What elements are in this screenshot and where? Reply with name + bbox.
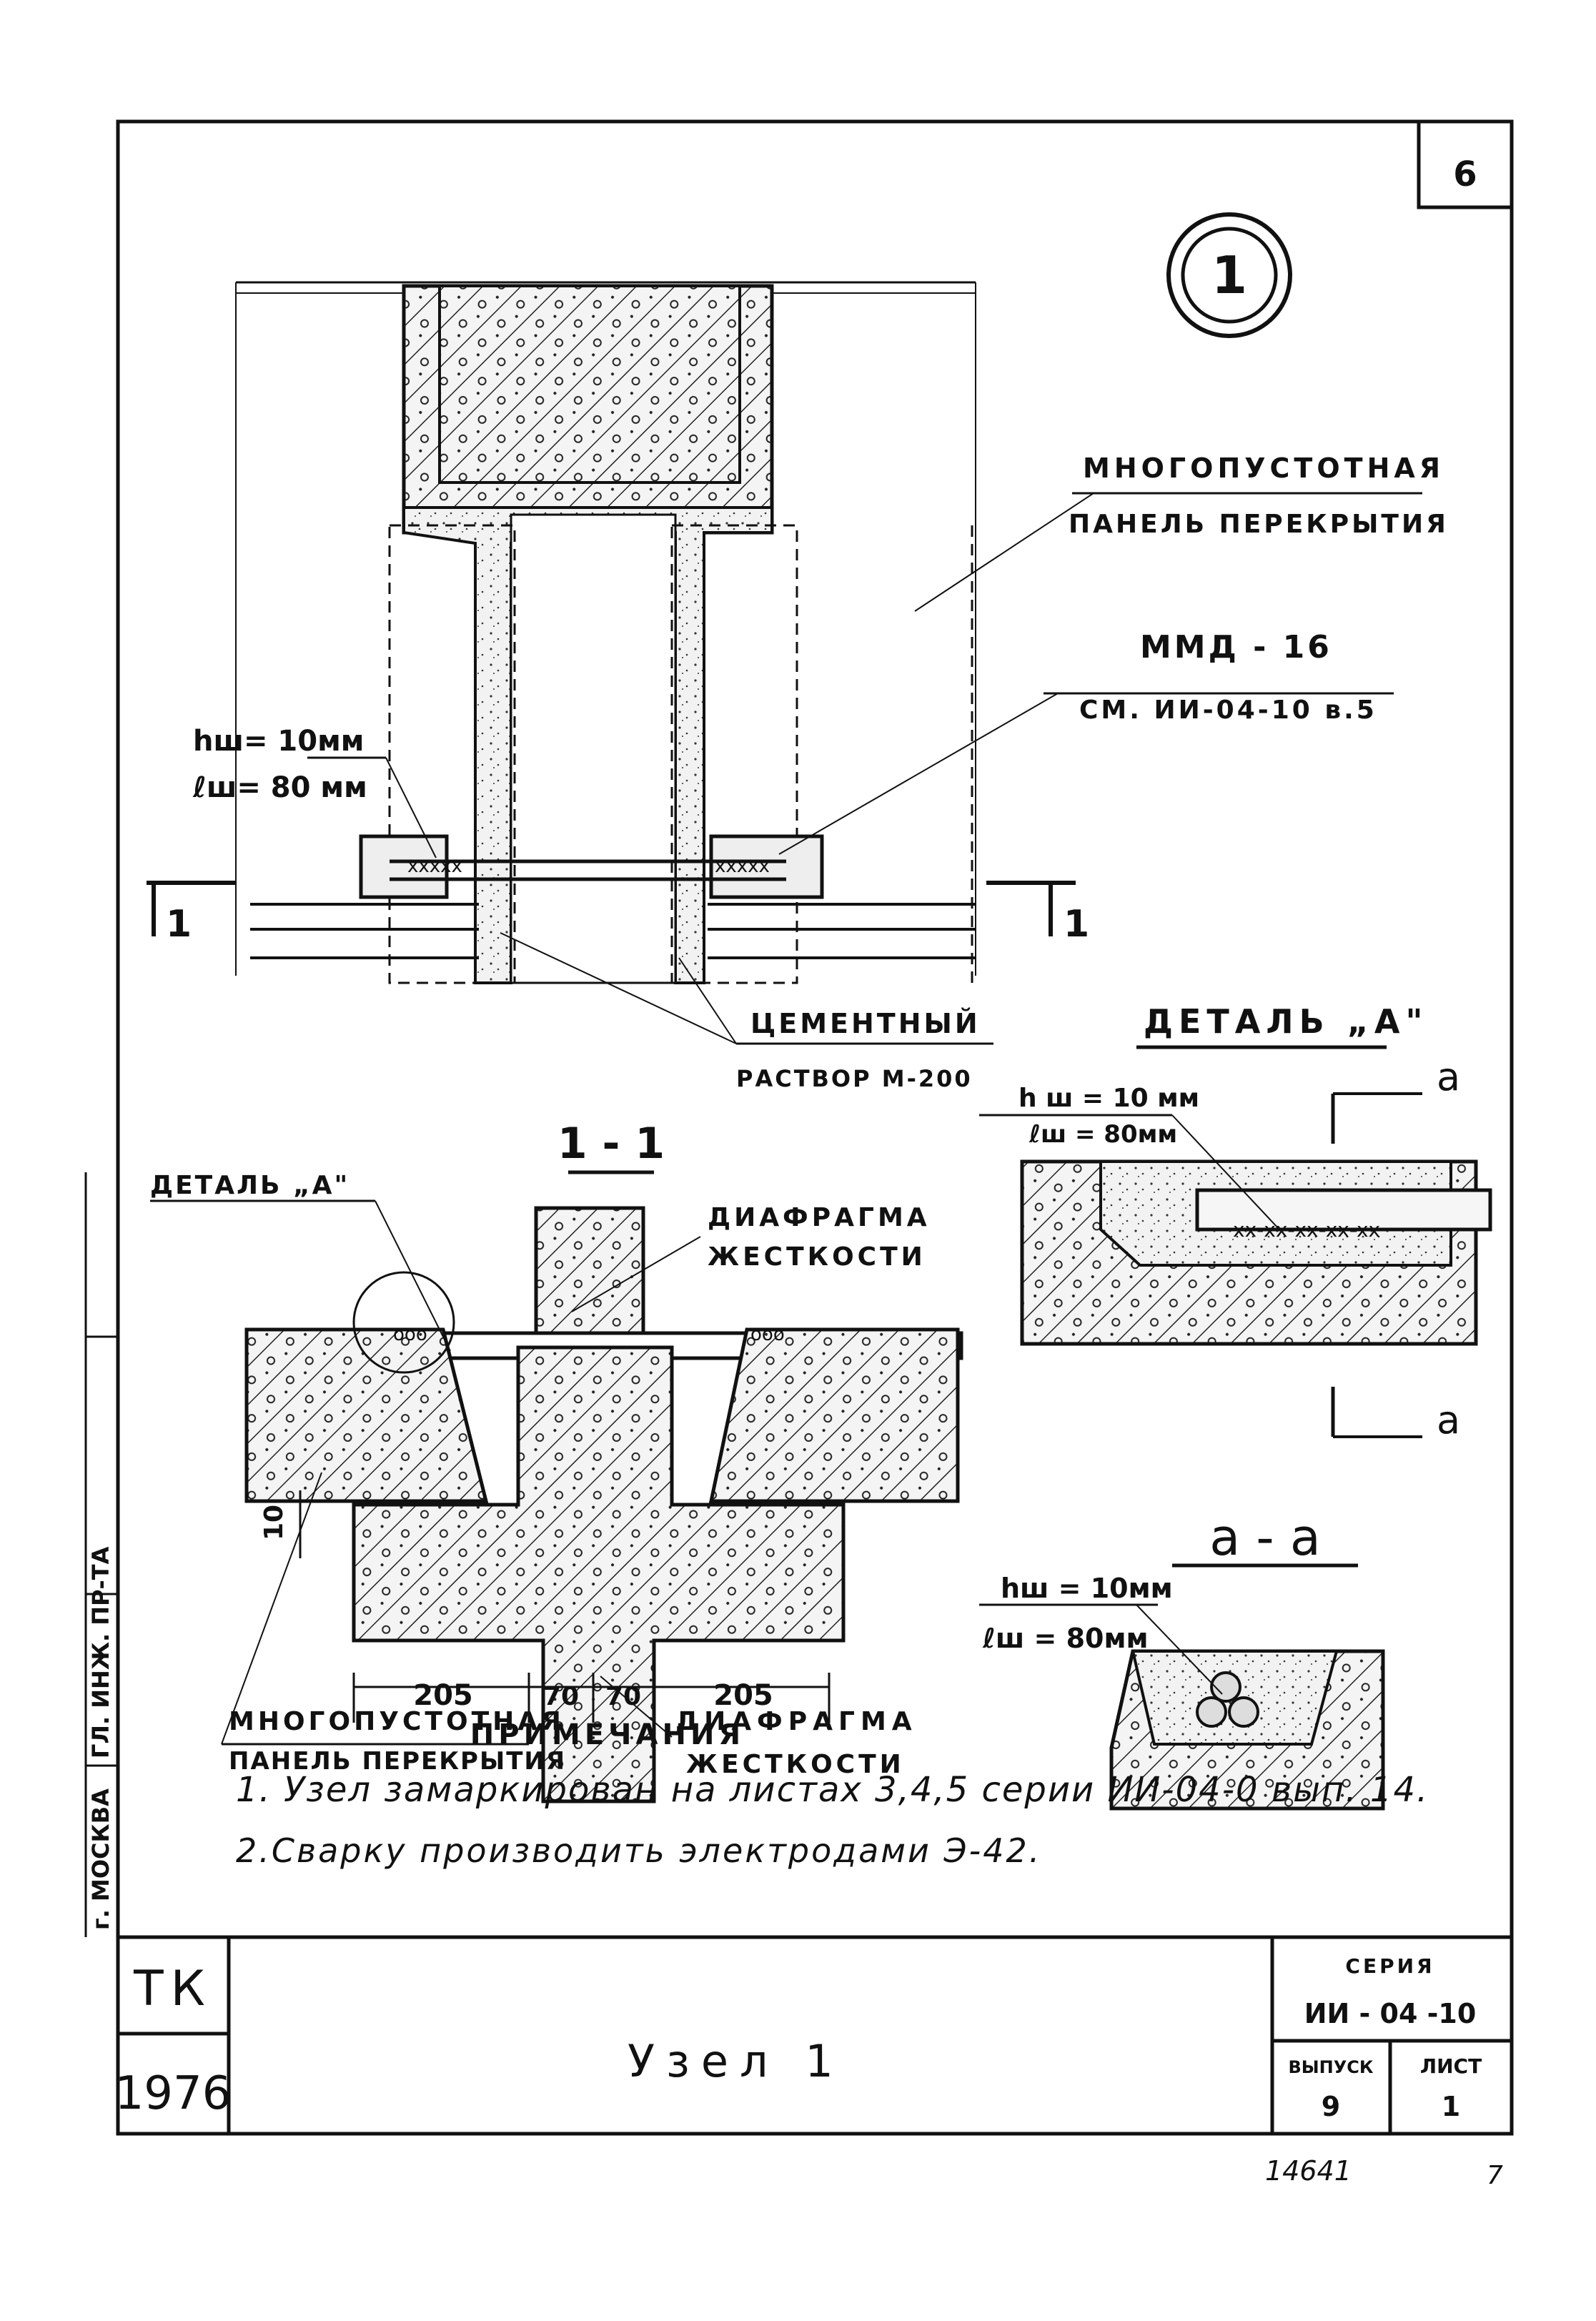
detail-a: xx-xx-xx-xx-xx bbox=[979, 1045, 1492, 1438]
note-1: 1. Узел замаркирован на листах 3,4,5 сер… bbox=[236, 1770, 1429, 1810]
label-cement-2: РАСТВОР М-200 bbox=[736, 1065, 973, 1092]
series-label: СЕРИЯ bbox=[1345, 1954, 1434, 1978]
sheet-number-box bbox=[1417, 119, 1514, 209]
note-2: 2.Сварку производить электродами Э-42. bbox=[236, 1831, 1041, 1870]
plan-view: xxxxx xxxxx bbox=[147, 281, 1422, 1045]
svg-text:xxxxx: xxxxx bbox=[407, 856, 462, 877]
label-hollow-panel: МНОГОПУСТОТНАЯ bbox=[1083, 452, 1444, 484]
label-hollow-panel-2: ПАНЕЛЬ ПЕРЕКРЫТИЯ bbox=[1069, 510, 1449, 539]
stamp-city: г. МОСКВА bbox=[87, 1788, 114, 1930]
title-block bbox=[118, 1935, 1512, 2134]
dim-10: 10 bbox=[259, 1505, 289, 1540]
label-hollow-panel-section-2: ПАНЕЛЬ ПЕРЕКРЫТИЯ bbox=[229, 1747, 566, 1776]
dim-70-right: 70 bbox=[605, 1682, 641, 1711]
svg-text:xx-xx-xx-xx-xx: xx-xx-xx-xx-xx bbox=[1233, 1218, 1380, 1242]
label-hollow-panel-section: МНОГОПУСТОТНАЯ bbox=[229, 1707, 565, 1736]
doc-number: 14641 bbox=[1265, 2155, 1352, 2187]
node-marker-inner bbox=[1181, 227, 1278, 324]
aa-mark-top: а bbox=[1437, 1054, 1460, 1099]
svg-text:ooo: ooo bbox=[393, 1324, 427, 1345]
label-diaphragm-top-2: ЖЕСТКОСТИ bbox=[708, 1242, 926, 1272]
label-diaphragm-top: ДИАФРАГМА bbox=[708, 1203, 931, 1232]
side-stamp bbox=[84, 1172, 119, 1937]
title-year: 1976 bbox=[115, 2067, 232, 2120]
label-mmd-ref: СМ. ИИ-04-10 в.5 bbox=[1079, 696, 1377, 725]
svg-text:xxxxx: xxxxx bbox=[715, 856, 770, 877]
label-hw-top: hш= 10мм bbox=[193, 725, 364, 758]
label-mmd: ММД - 16 bbox=[1140, 629, 1332, 665]
cut-mark-right: 1 bbox=[1064, 903, 1089, 946]
sheet-frame bbox=[116, 119, 1514, 2136]
issue-value: 9 bbox=[1322, 2091, 1340, 2122]
dim-205-left: 205 bbox=[413, 1679, 473, 1712]
svg-text:ooo: ooo bbox=[750, 1324, 785, 1345]
label-hw-aa: hш = 10мм bbox=[1001, 1573, 1173, 1604]
drawing-title: Узел 1 bbox=[628, 2035, 845, 2087]
node-number: 1 bbox=[1211, 245, 1247, 305]
label-lw-detail: ℓш = 80мм bbox=[1029, 1120, 1177, 1149]
label-cement: ЦЕМЕНТНЫЙ bbox=[750, 1008, 981, 1039]
stamp-role: ГЛ. ИНЖ. ПР-ТА bbox=[87, 1546, 114, 1758]
cut-mark-left: 1 bbox=[166, 903, 192, 946]
section-a-a bbox=[979, 1563, 1385, 1811]
notes-heading: ПРИМЕЧАНИЯ bbox=[470, 1718, 745, 1751]
sheet-value: 1 bbox=[1442, 2091, 1460, 2122]
page-number: 7 bbox=[1487, 2161, 1503, 2190]
aa-mark-bottom: а bbox=[1437, 1397, 1460, 1442]
series-value: ИИ - 04 -10 bbox=[1304, 1998, 1477, 2029]
label-diaphragm-bottom: ДИАФРАГМА bbox=[675, 1707, 918, 1736]
issue-label: ВЫПУСК bbox=[1289, 2057, 1374, 2077]
title-org: ТК bbox=[133, 1961, 212, 2017]
aa-title: а - а bbox=[1209, 1508, 1321, 1567]
label-diaphragm-bottom-2: ЖЕСТКОСТИ bbox=[686, 1750, 905, 1779]
dim-205-right: 205 bbox=[713, 1679, 773, 1712]
node-marker-outer bbox=[1166, 212, 1292, 338]
label-lw-top: ℓш= 80 мм bbox=[192, 771, 367, 804]
label-hw-detail: h ш = 10 мм bbox=[1018, 1084, 1199, 1113]
label-lw-aa: ℓш = 80мм bbox=[982, 1623, 1149, 1654]
sheet-number: 6 bbox=[1453, 154, 1477, 194]
section-title: 1 - 1 bbox=[557, 1119, 665, 1169]
detail-a-title: ДЕТАЛЬ „А" bbox=[1144, 1002, 1428, 1041]
dim-70-left: 70 bbox=[543, 1682, 579, 1711]
detail-a-label-left: ДЕТАЛЬ „А" bbox=[150, 1171, 350, 1200]
sheet-label: ЛИСТ bbox=[1420, 2054, 1482, 2078]
section-1-1: ooo ooo bbox=[150, 1170, 963, 1803]
